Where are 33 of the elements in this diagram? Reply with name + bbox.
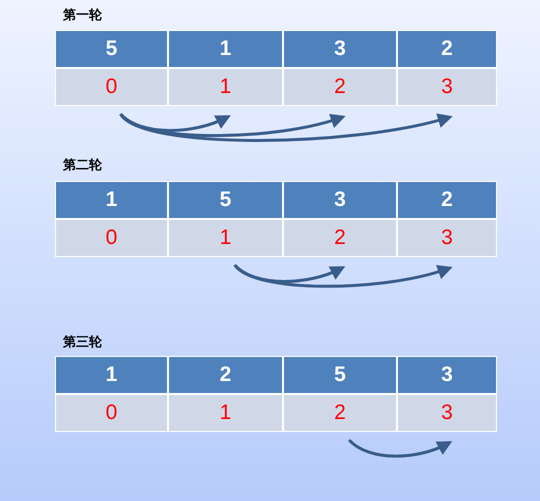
value-cell: 1 [55,181,168,219]
value-cell: 3 [397,356,497,394]
value-cell: 3 [283,30,397,68]
curved-arrow [120,112,346,138]
curved-arrow [234,264,453,288]
curved-arrow [120,112,453,142]
value-cell: 5 [283,356,397,394]
value-cell: 2 [397,181,497,219]
index-cell: 3 [397,219,497,257]
round-title: 第三轮 [63,334,102,351]
index-cell: 2 [283,394,397,432]
curved-arrow [348,438,452,458]
value-cell: 1 [168,30,283,68]
index-cell: 3 [397,68,497,106]
round-title: 第二轮 [63,157,102,174]
index-cell: 1 [168,68,283,106]
index-cell: 0 [55,68,168,106]
value-cell: 5 [55,30,168,68]
curved-arrow [234,264,346,283]
index-cell: 0 [55,394,168,432]
index-cell: 3 [397,394,497,432]
value-cell: 2 [397,30,497,68]
value-cell: 3 [283,181,397,219]
value-cell: 2 [168,356,283,394]
index-cell: 2 [283,68,397,106]
index-cell: 0 [55,219,168,257]
value-cell: 5 [168,181,283,219]
index-cell: 2 [283,219,397,257]
index-cell: 1 [168,394,283,432]
value-cell: 1 [55,356,168,394]
curved-arrow [120,112,231,132]
index-cell: 1 [168,219,283,257]
round-title: 第一轮 [63,7,102,24]
